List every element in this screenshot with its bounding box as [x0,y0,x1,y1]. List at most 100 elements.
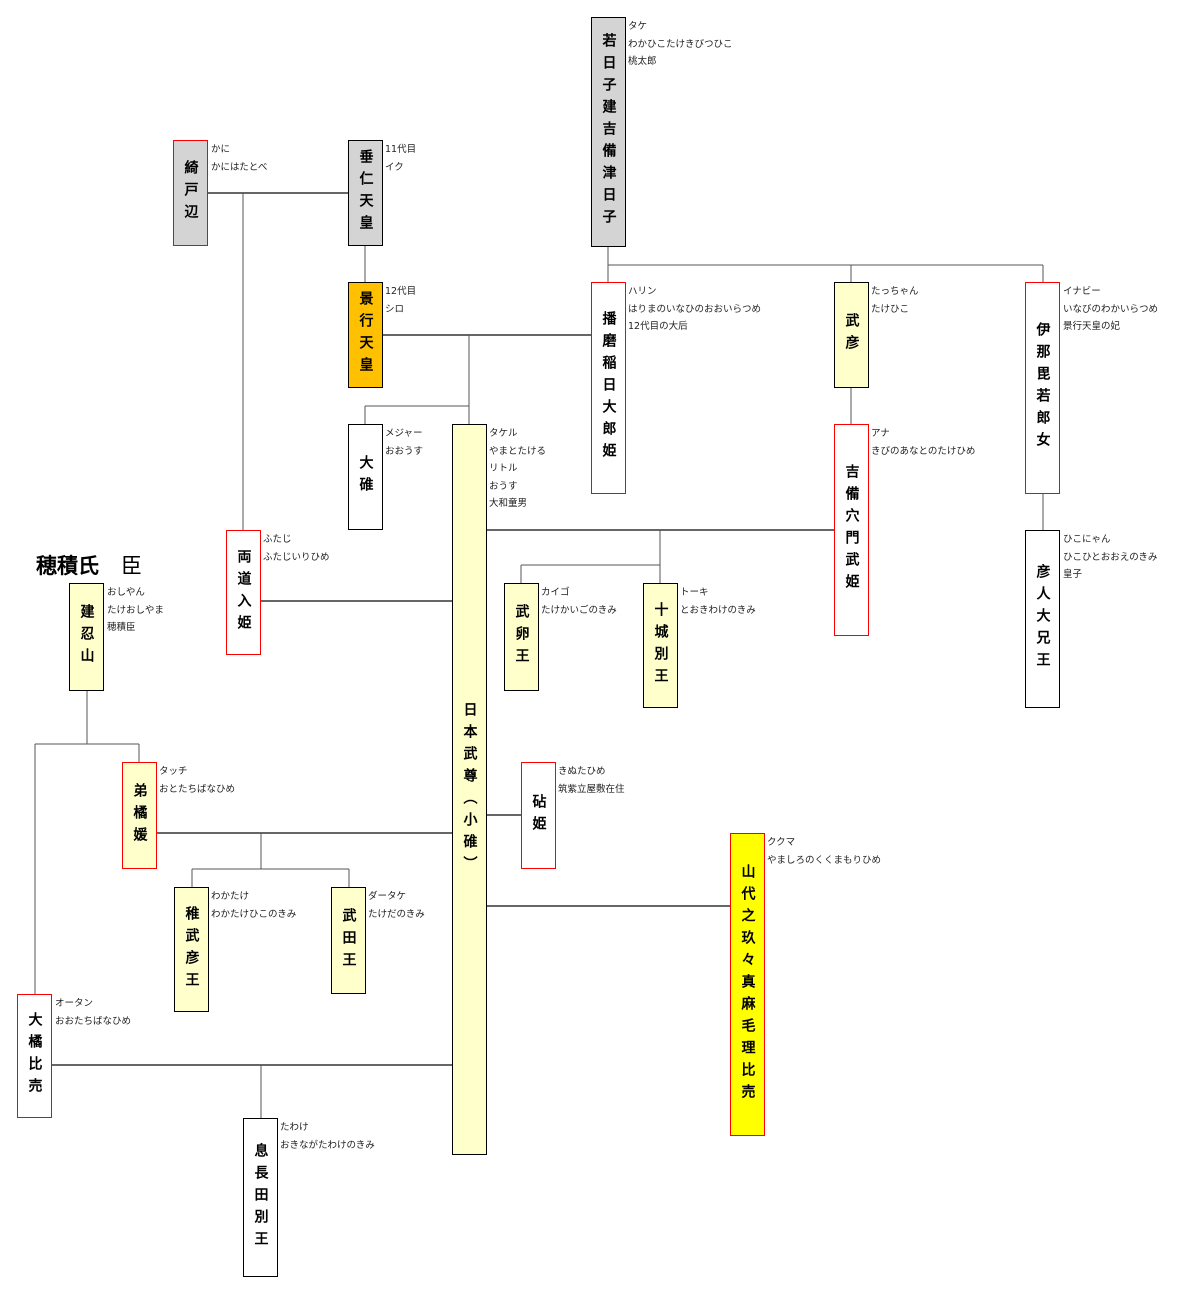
annotation-kinu: きぬたひめ 筑紫立屋敷在住 [558,763,625,798]
note-line: 桃太郎 [628,56,657,67]
person-box-takehiko: 武彦 [834,282,869,388]
annotation-yamashiro: ククマ やましろのくくまもりひめ [767,834,881,869]
note-line: メジャー [385,428,423,439]
note-line: 11代目 [385,144,417,155]
note-line: わかたけ [211,891,250,902]
annotation-kanihata: かに かにはたとべ [211,141,267,176]
note-line: ひこひとおおえのきみ [1063,551,1158,563]
note-line: シロ [385,303,405,315]
note-line: 大和童男 [489,498,528,509]
person-box-takeda: 武田王 [331,887,366,994]
note-line: たけおしやま [107,604,164,616]
note-line: おうす [489,480,518,492]
note-line: ひこにゃん [1063,534,1111,545]
note-line: タケ [628,21,648,32]
note-line: タケル [489,428,518,439]
note-line: きびのあなとのたけひめ [871,445,976,457]
person-box-yamato: 日本武尊（小碓） [452,424,487,1155]
note-line: イナビー [1063,286,1101,297]
note-line: 12代目の大后 [628,321,688,332]
note-line: はりまのいなひのおおいらつめ [628,303,762,315]
note-line: 穂積臣 [107,622,136,633]
person-box-inabi: 伊那毘若郎女 [1025,282,1060,494]
note-line: 皇子 [1063,569,1083,580]
person-box-ootachibana: 大橘比売 [17,994,52,1118]
annotation-tooki: トーキ とおきわけのきみ [680,584,756,619]
annotation-yamato: タケル やまとたける リトル おうす 大和童男 [489,425,546,513]
note-line: ハリン [628,286,657,297]
note-line: おきながたわけのきみ [280,1139,375,1151]
annotation-hikohito: ひこにゃん ひこひとおおえのきみ 皇子 [1063,531,1157,584]
person-box-takeoshi: 建忍山 [69,583,104,691]
person-box-keiko: 景行天皇 [348,282,383,388]
annotation-takeda: ダータケ たけだのきみ [368,888,425,923]
note-line: やまとたける [489,445,547,457]
note-line: トーキ [680,587,709,598]
note-line: おおたちばなひめ [55,1015,132,1027]
note-line: アナ [871,428,890,439]
note-line: カイゴ [541,587,570,598]
note-line: きぬたひめ [558,766,606,777]
note-line: ふたじいりひめ [263,551,330,563]
annotation-takeoshi: おしやん たけおしやま 穂積臣 [107,584,164,637]
annotation-wakatake: わかたけ わかたけひこのきみ [211,888,296,923]
annotation-takekai: カイゴ たけかいごのきみ [541,584,617,619]
note-line: ダータケ [368,891,407,902]
note-line: ククマ [767,837,796,848]
annotation-takehiko: たっちゃん たけひこ [871,283,919,318]
annotation-keiko: 12代目 シロ [385,283,416,318]
person-box-hikohito: 彦人大兄王 [1025,530,1060,708]
annotation-ototachibana: タッチ おとたちばなひめ [159,763,235,798]
note-line: たわけ [280,1122,309,1133]
person-box-ototachibana: 弟橘媛 [122,762,157,869]
annotation-futaji: ふたじ ふたじいりひめ [263,531,330,566]
note-line: タッチ [159,766,188,777]
annotation-suinin: 11代目 イク [385,141,416,176]
person-box-wakatake: 稚武彦王 [174,887,209,1012]
annotation-harima: ハリン はりまのいなひのおおいらつめ 12代目の大后 [628,283,761,336]
clan-rank: 臣 [121,554,142,578]
clan-name: 穂積氏 [36,554,99,578]
note-line: たけひこ [871,303,910,315]
note-line: 景行天皇の妃 [1063,321,1121,332]
annotation-ousu: メジャー おおうす [385,425,423,460]
note-line: たけだのきみ [368,908,425,920]
clan-label: 穂積氏臣 [36,550,142,580]
person-box-yamashiro: 山代之玖々真麻毛理比売 [730,833,765,1136]
note-line: とおきわけのきみ [680,604,756,616]
note-line: やましろのくくまもりひめ [767,854,882,866]
annotation-okinaga: たわけ おきながたわけのきみ [280,1119,375,1154]
note-line: わかひこたけきびつひこ [628,38,733,50]
note-line: イク [385,161,404,173]
note-line: おおうす [385,445,424,457]
annotation-ootachibana: オータン おおたちばなひめ [55,995,131,1030]
person-box-kinu: 砧姫 [521,762,556,869]
person-box-okinaga: 息長田別王 [243,1118,278,1277]
note-line: 12代目 [385,286,417,297]
person-box-futaji: 両道入姫 [226,530,261,655]
annotation-inabi: イナビー いなびのわかいらつめ 景行天皇の妃 [1063,283,1158,336]
note-line: ふたじ [263,534,292,545]
annotation-wakahiko: タケ わかひこたけきびつひこ 桃太郎 [628,18,733,71]
note-line: 筑紫立屋敷在住 [558,783,625,795]
person-box-ana: 吉備穴門武姫 [834,424,869,636]
note-line: おしやん [107,587,145,598]
person-box-kanihata: 綺戸辺 [173,140,208,246]
person-box-takekai: 武卵王 [504,583,539,691]
note-line: おとたちばなひめ [159,783,236,795]
note-line: わかたけひこのきみ [211,908,297,920]
note-line: リトル [489,463,518,474]
person-box-tooki: 十城別王 [643,583,678,708]
note-line: いなびのわかいらつめ [1063,303,1159,315]
person-box-harima: 播磨稲日大郎姫 [591,282,626,494]
note-line: たけかいごのきみ [541,604,617,616]
person-box-suinin: 垂仁天皇 [348,140,383,246]
note-line: かに [211,144,231,155]
note-line: たっちゃん [871,286,919,297]
person-box-ousu: 大碓 [348,424,383,530]
annotation-ana: アナ きびのあなとのたけひめ [871,425,975,460]
person-box-wakahiko: 若日子建吉備津日子 [591,17,626,247]
note-line: オータン [55,998,94,1009]
